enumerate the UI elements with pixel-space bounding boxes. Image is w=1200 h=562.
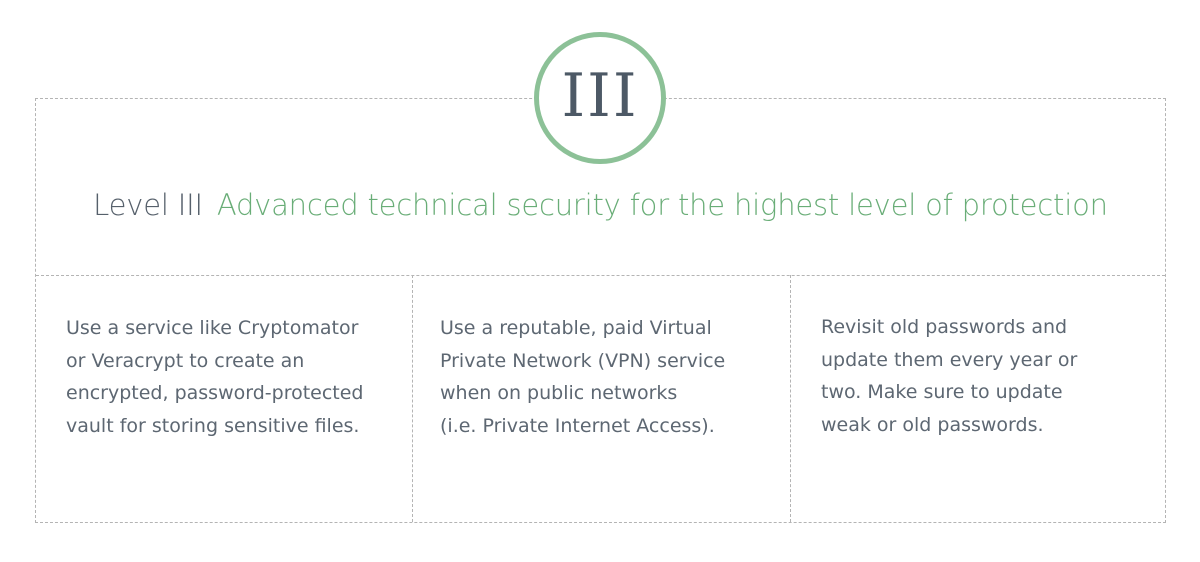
security-level-card: Level III Advanced technical security for… xyxy=(35,98,1166,523)
level-tagline: Advanced technical security for the high… xyxy=(216,188,1108,222)
column-divider xyxy=(790,275,791,522)
tip-line: weak or old passwords. xyxy=(821,413,1044,436)
tip-update-passwords: Revisit old passwords and update them ev… xyxy=(821,311,1077,441)
header-divider xyxy=(36,275,1165,276)
badge-numeral: III xyxy=(561,61,639,131)
tip-encrypted-vault: Use a service like Cryptomator or Veracr… xyxy=(66,312,364,442)
level-badge: III xyxy=(534,32,666,164)
level-heading: Level III Advanced technical security for… xyxy=(36,191,1165,220)
tip-line: encrypted, password-protected xyxy=(66,382,364,404)
tip-line: Use a reputable, paid Virtual xyxy=(440,317,712,339)
column-divider xyxy=(412,275,413,522)
tip-line: update them every year or xyxy=(821,348,1078,371)
tip-line: Use a service like Cryptomator xyxy=(66,317,359,339)
level-label: Level III xyxy=(93,188,203,222)
tip-line: two. Make sure to update xyxy=(821,381,1063,403)
tip-line: (i.e. Private Internet Access). xyxy=(440,414,715,437)
tip-line: Private Network (VPN) service xyxy=(440,349,726,372)
tip-vpn: Use a reputable, paid Virtual Private Ne… xyxy=(440,312,725,442)
tip-line: Revisit old passwords and xyxy=(821,316,1068,338)
tip-line: when on public networks xyxy=(440,382,678,404)
tip-line: or Veracrypt to create an xyxy=(66,349,305,372)
tip-line: vault for storing sensitive files. xyxy=(66,414,360,437)
